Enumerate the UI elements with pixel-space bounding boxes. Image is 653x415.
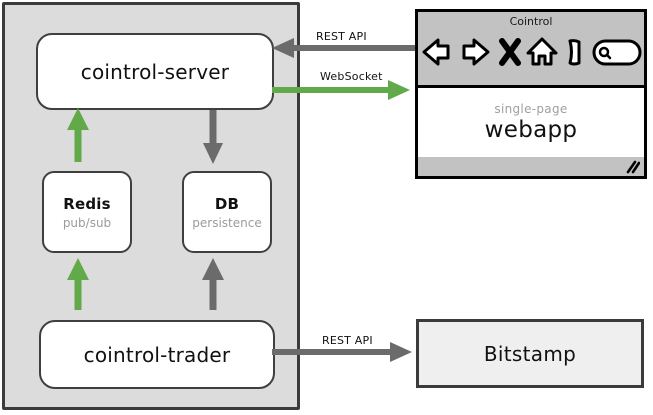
node-cointrol-server[interactable]: cointrol-server — [36, 33, 274, 110]
back-arrow-icon[interactable] — [422, 38, 450, 66]
node-redis-label: Redis — [63, 194, 111, 213]
browser-content-area: single-page webapp — [418, 88, 644, 160]
forward-arrow-icon[interactable] — [462, 38, 490, 66]
edge-label-rest-api-webapp: REST API — [316, 30, 367, 43]
node-db[interactable]: DB persistence — [182, 171, 272, 253]
page-icon[interactable] — [568, 39, 581, 66]
browser-toolbar: Cointrol — [418, 12, 644, 88]
browser-statusbar — [418, 157, 644, 176]
node-bitstamp[interactable]: Bitstamp — [416, 319, 644, 388]
node-db-sublabel: persistence — [192, 215, 262, 230]
webapp-sublabel: single-page — [494, 102, 568, 116]
node-redis[interactable]: Redis pub/sub — [42, 171, 132, 253]
browser-toolbar-icons — [422, 37, 642, 66]
search-icon — [598, 46, 612, 60]
edge-label-rest-api-bitstamp: REST API — [322, 334, 373, 347]
stop-icon[interactable] — [499, 38, 521, 66]
edge-label-websocket: WebSocket — [320, 70, 383, 83]
home-icon[interactable] — [526, 37, 558, 66]
browser-window[interactable]: Cointrol — [415, 9, 647, 179]
resize-grip-icon[interactable] — [624, 160, 640, 174]
node-cointrol-trader-label: cointrol-trader — [83, 342, 231, 367]
backend-container: cointrol-server Redis pub/sub DB persist… — [2, 2, 300, 410]
node-bitstamp-label: Bitstamp — [483, 341, 577, 366]
search-box[interactable] — [592, 39, 642, 66]
node-cointrol-trader[interactable]: cointrol-trader — [39, 320, 275, 389]
webapp-label: webapp — [484, 117, 578, 143]
browser-window-title: Cointrol — [509, 15, 553, 28]
node-redis-sublabel: pub/sub — [62, 215, 112, 230]
node-db-label: DB — [214, 194, 240, 213]
node-cointrol-server-label: cointrol-server — [80, 59, 230, 84]
